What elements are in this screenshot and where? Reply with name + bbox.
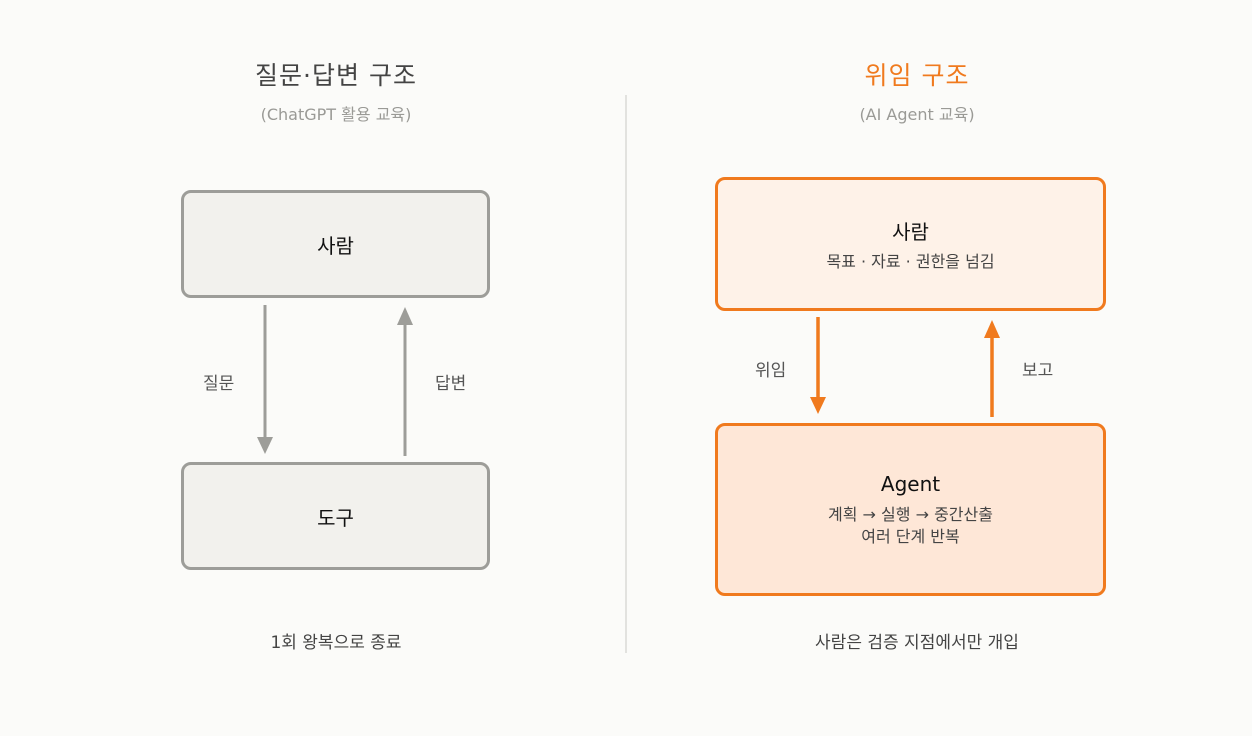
left-subtitle: (ChatGPT 활용 교육) [260,105,412,124]
left-title: 질문·답변 구조 [255,61,417,90]
left-answer-label: 답변 [435,374,467,394]
right-delegate-arrow [810,317,826,414]
left-question-arrow [257,305,273,454]
left-question-label: 질문 [203,374,235,394]
right-person-box: 사람 목표 · 자료 · 권한을 넘김 [715,177,1106,311]
right-delegate-label: 위임 [755,361,787,381]
left-tool-label: 도구 [317,505,354,530]
right-subtitle: (AI Agent 교육) [859,105,975,124]
right-footer: 사람은 검증 지점에서만 개입 [815,633,1019,653]
right-agent-box: Agent 계획 → 실행 → 중간산출 여러 단계 반복 [715,423,1106,596]
left-person-box: 사람 [181,190,490,298]
left-tool-box: 도구 [181,462,490,570]
left-answer-arrow [397,307,413,456]
right-person-label: 사람 [892,219,929,244]
right-title: 위임 구조 [864,61,970,90]
column-divider [625,95,627,653]
right-agent-line1: 계획 → 실행 → 중간산출 [828,504,993,524]
right-person-sublabel: 목표 · 자료 · 권한을 넘김 [826,251,995,271]
right-report-arrow [984,320,1000,417]
right-agent-line2: 여러 단계 반복 [861,526,960,546]
left-footer: 1회 왕복으로 종료 [270,633,402,653]
left-person-label: 사람 [317,233,354,258]
right-report-label: 보고 [1022,361,1054,381]
right-agent-label: Agent [880,471,941,496]
